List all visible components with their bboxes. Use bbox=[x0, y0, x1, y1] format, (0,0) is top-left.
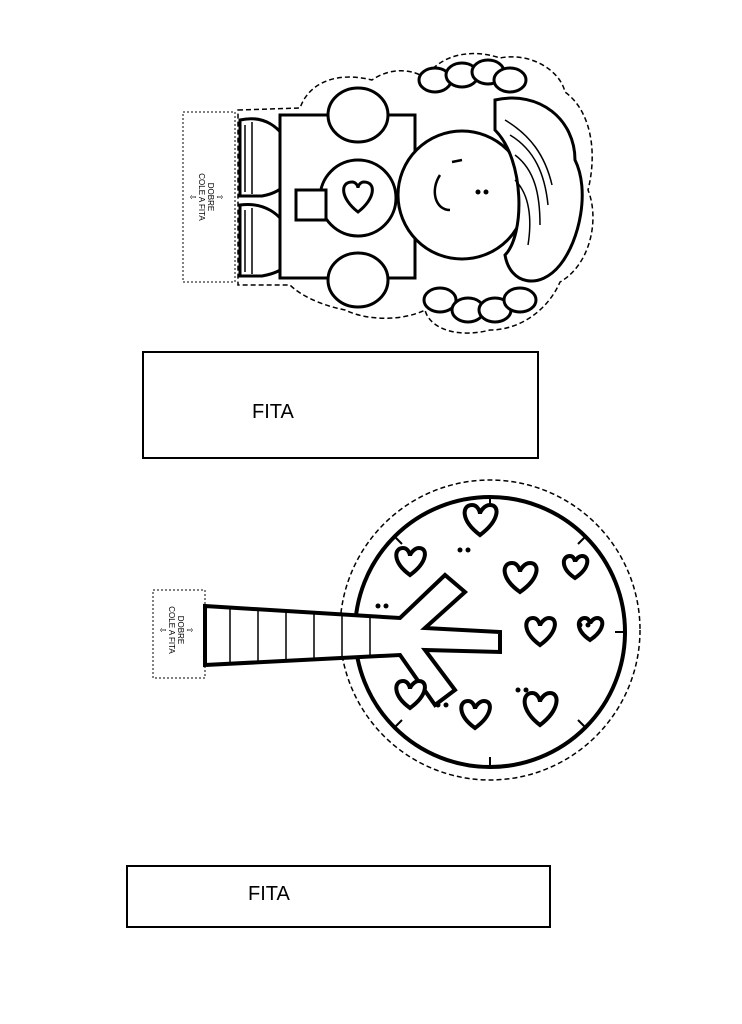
tree-cutout bbox=[152, 479, 641, 781]
girl-head bbox=[396, 129, 528, 261]
glue-tab-instructions-bottom: ⇧ DOBRE COLE A FITA ⇩ bbox=[158, 589, 194, 671]
arrow-down-icon: ⇩ bbox=[158, 626, 167, 634]
tree-trunk bbox=[203, 572, 502, 708]
fita-label-bottom: FITA bbox=[248, 883, 290, 905]
girl-cut-line bbox=[237, 52, 594, 334]
arrow-up-icon: ⇧ bbox=[215, 193, 224, 201]
fold-instruction-top: DOBRE bbox=[206, 182, 215, 212]
girl-hair bbox=[493, 96, 584, 283]
fita-strip-top bbox=[142, 351, 539, 459]
tree-cut-line bbox=[339, 479, 641, 781]
glue-instruction-bottom: COLE A FITA bbox=[167, 606, 176, 654]
glue-instruction-top: COLE A FITA bbox=[197, 173, 206, 221]
glue-tab-instructions-top: ⇧ DOBRE COLE A FITA ⇩ bbox=[188, 156, 224, 238]
girl-dress-heart bbox=[342, 180, 374, 214]
girl-arm-top bbox=[326, 86, 390, 144]
heart-icon bbox=[394, 502, 605, 731]
arrow-up-icon: ⇧ bbox=[185, 626, 194, 634]
girl-smile bbox=[433, 174, 451, 212]
fold-instruction-bottom: DOBRE bbox=[176, 615, 185, 645]
girl-glue-tab bbox=[182, 111, 236, 283]
fita-label-top: FITA bbox=[252, 401, 294, 423]
girl-arm-bottom bbox=[326, 251, 390, 309]
arrow-down-icon: ⇩ bbox=[188, 193, 197, 201]
girl-cutout bbox=[182, 52, 594, 334]
fita-strip-bottom bbox=[126, 865, 551, 928]
